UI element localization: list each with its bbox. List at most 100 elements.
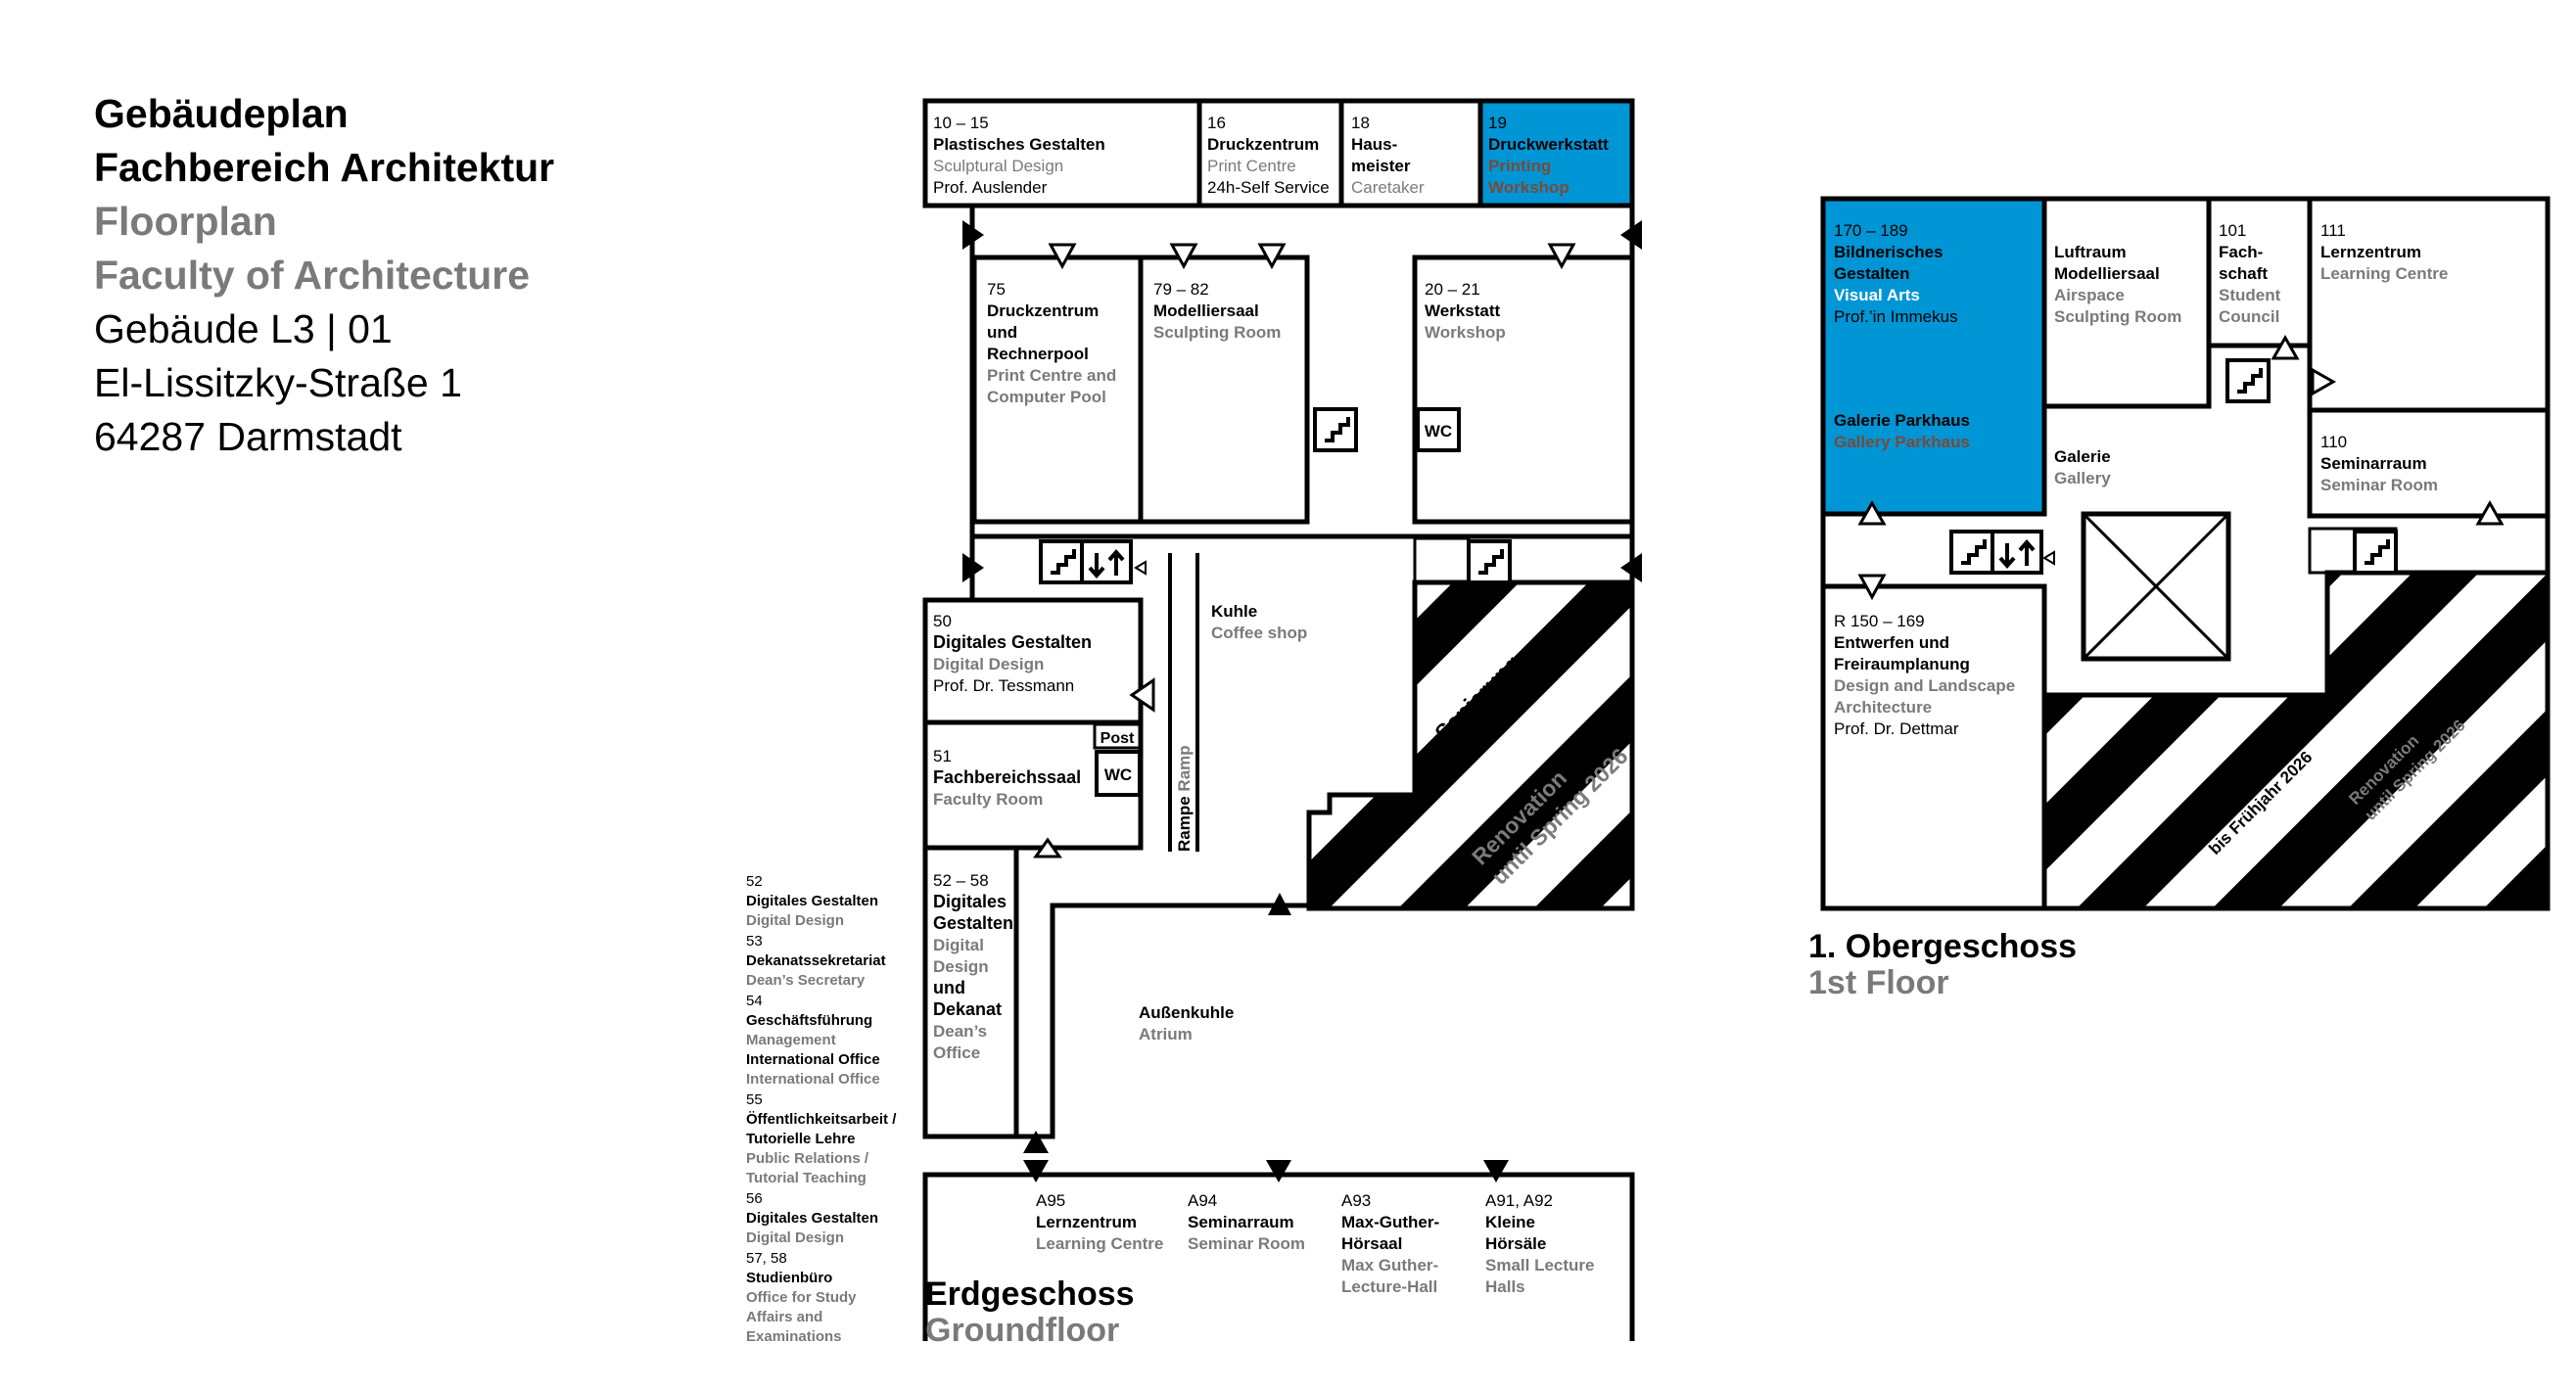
elevator-icon xyxy=(1080,539,1133,584)
svg-text:Außenkuhle: Außenkuhle xyxy=(1139,1003,1234,1022)
title-en-line1: Floorplan xyxy=(94,199,277,244)
first-floor-plan: 170 – 189 Bildnerisches Gestalten Visual… xyxy=(1808,196,2551,1001)
svg-text:Print Centre and: Print Centre and xyxy=(987,366,1116,385)
room-19-highlight xyxy=(1480,101,1632,206)
svg-text:Studienbüro: Studienbüro xyxy=(746,1270,832,1286)
svg-text:und: und xyxy=(933,978,965,997)
svg-text:Modelliersaal: Modelliersaal xyxy=(1153,301,1259,320)
svg-text:Dean’s Secretary: Dean’s Secretary xyxy=(746,972,866,989)
room-79-82[interactable] xyxy=(1138,255,1310,525)
svg-text:Fachbereichssaal: Fachbereichssaal xyxy=(933,767,1081,787)
svg-text:Prof. Dr. Tessmann: Prof. Dr. Tessmann xyxy=(933,676,1074,695)
ground-floor-title: Erdgeschoss xyxy=(925,1275,1135,1313)
svg-text:A95: A95 xyxy=(1036,1191,1065,1210)
svg-text:Gestalten: Gestalten xyxy=(1834,264,1909,283)
first-floor-subtitle: 1st Floor xyxy=(1808,964,1949,1001)
svg-text:Max-Guther-: Max-Guther- xyxy=(1341,1213,1439,1231)
svg-text:Prof.’in Immekus: Prof.’in Immekus xyxy=(1834,307,1958,326)
svg-text:Hörsäle: Hörsäle xyxy=(1485,1234,1546,1253)
svg-text:Airspace: Airspace xyxy=(2054,286,2125,304)
svg-text:50: 50 xyxy=(933,612,952,630)
svg-text:Student: Student xyxy=(2219,286,2281,304)
svg-text:Seminar Room: Seminar Room xyxy=(2320,476,2438,494)
svg-text:24h-Self Service: 24h-Self Service xyxy=(1207,178,1330,197)
svg-text:A91, A92: A91, A92 xyxy=(1485,1191,1553,1210)
ground-floor-plan: WC WC 10 – 15 Plastisches Gestalten xyxy=(922,98,1642,1349)
svg-text:Digital Design: Digital Design xyxy=(746,1229,844,1246)
title-en-line2: Faculty of Architecture xyxy=(94,253,530,298)
room-110[interactable] xyxy=(2307,407,2551,519)
svg-text:Workshop: Workshop xyxy=(1425,323,1506,342)
svg-text:R 150 – 169: R 150 – 169 xyxy=(1834,612,1925,630)
svg-text:170 – 189: 170 – 189 xyxy=(1834,221,1908,240)
svg-text:10 – 15: 10 – 15 xyxy=(933,114,989,132)
svg-text:Gallery: Gallery xyxy=(2054,469,2111,487)
svg-text:Rampe Ramp: Rampe Ramp xyxy=(1175,745,1194,852)
svg-text:Print Centre: Print Centre xyxy=(1207,157,1296,175)
svg-text:Fach-: Fach- xyxy=(2219,243,2263,261)
svg-text:Hörsaal: Hörsaal xyxy=(1341,1234,1402,1253)
svg-text:75: 75 xyxy=(987,280,1006,299)
svg-text:Digitales Gestalten: Digitales Gestalten xyxy=(933,632,1092,652)
svg-text:Seminarraum: Seminarraum xyxy=(1188,1213,1294,1231)
svg-text:Lernzentrum: Lernzentrum xyxy=(1036,1213,1137,1231)
svg-text:Post: Post xyxy=(1101,730,1135,747)
ground-floor-subtitle: Groundfloor xyxy=(925,1312,1119,1349)
svg-text:Computer Pool: Computer Pool xyxy=(987,388,1106,406)
svg-text:20 – 21: 20 – 21 xyxy=(1425,280,1480,299)
svg-text:Design and Landscape: Design and Landscape xyxy=(1834,676,2015,695)
wc-icon: WC xyxy=(1095,750,1142,797)
room-19[interactable] xyxy=(1477,98,1635,209)
svg-text:52: 52 xyxy=(746,873,763,890)
svg-text:Digitales Gestalten: Digitales Gestalten xyxy=(746,893,878,909)
airspace-void xyxy=(2081,511,2231,662)
svg-text:Seminarraum: Seminarraum xyxy=(2320,454,2427,473)
svg-text:Sculptural Design: Sculptural Design xyxy=(933,157,1063,175)
street-address: El-Lissitzky-Straße 1 xyxy=(94,360,462,405)
svg-text:79 – 82: 79 – 82 xyxy=(1153,280,1209,299)
svg-text:Gestalten: Gestalten xyxy=(933,913,1013,933)
svg-text:57, 58: 57, 58 xyxy=(746,1250,787,1267)
svg-text:19: 19 xyxy=(1488,114,1507,132)
svg-text:Prof. Auslender: Prof. Auslender xyxy=(933,178,1048,197)
svg-text:Affairs and: Affairs and xyxy=(746,1309,822,1325)
svg-text:Dekanat: Dekanat xyxy=(933,999,1002,1019)
building-number: Gebäude L3 | 01 xyxy=(94,306,393,351)
stairs-icon xyxy=(2353,530,2398,575)
first-floor-title: 1. Obergeschoss xyxy=(1808,928,2077,965)
svg-text:Druckwerkstatt: Druckwerkstatt xyxy=(1488,135,1609,154)
svg-text:Halls: Halls xyxy=(1485,1277,1525,1296)
svg-text:Sculpting Room: Sculpting Room xyxy=(1153,323,1281,342)
svg-text:110: 110 xyxy=(2320,433,2347,451)
svg-text:Printing: Printing xyxy=(1488,157,1551,175)
svg-text:schaft: schaft xyxy=(2219,264,2268,283)
room-20-21[interactable] xyxy=(1412,255,1635,525)
svg-text:Digital: Digital xyxy=(933,936,984,954)
svg-text:Examinations: Examinations xyxy=(746,1328,842,1345)
svg-text:Bildnerisches: Bildnerisches xyxy=(1834,243,1944,261)
stairs-icon xyxy=(1039,539,1084,584)
svg-text:Design: Design xyxy=(933,957,989,976)
svg-text:Druckzentrum: Druckzentrum xyxy=(987,301,1099,320)
svg-text:WC: WC xyxy=(1104,765,1132,784)
svg-text:Freiraumplanung: Freiraumplanung xyxy=(1834,655,1970,673)
svg-text:Entwerfen und: Entwerfen und xyxy=(1834,633,1949,652)
post-box xyxy=(1093,722,1143,750)
svg-text:Office: Office xyxy=(933,1043,980,1062)
svg-text:Visual Arts: Visual Arts xyxy=(1834,286,1920,304)
legend-room-52-58: 52 Digitales Gestalten Digital Design 53… xyxy=(746,873,897,1345)
svg-text:Public Relations /: Public Relations / xyxy=(746,1150,869,1167)
svg-text:International Office: International Office xyxy=(746,1071,880,1088)
city-address: 64287 Darmstadt xyxy=(94,414,402,459)
svg-text:Digital Design: Digital Design xyxy=(746,912,844,929)
svg-text:Werkstatt: Werkstatt xyxy=(1425,301,1500,320)
svg-text:Max Guther-: Max Guther- xyxy=(1341,1256,1438,1275)
title-de-line2: Fachbereich Architektur xyxy=(94,145,554,190)
svg-text:Kuhle: Kuhle xyxy=(1211,602,1257,621)
svg-text:Dean’s: Dean’s xyxy=(933,1022,987,1041)
svg-text:Tutorial Teaching: Tutorial Teaching xyxy=(746,1170,866,1186)
svg-text:18: 18 xyxy=(1351,114,1370,132)
svg-text:54: 54 xyxy=(746,993,763,1009)
svg-text:53: 53 xyxy=(746,933,763,950)
svg-text:Haus-: Haus- xyxy=(1351,135,1397,154)
